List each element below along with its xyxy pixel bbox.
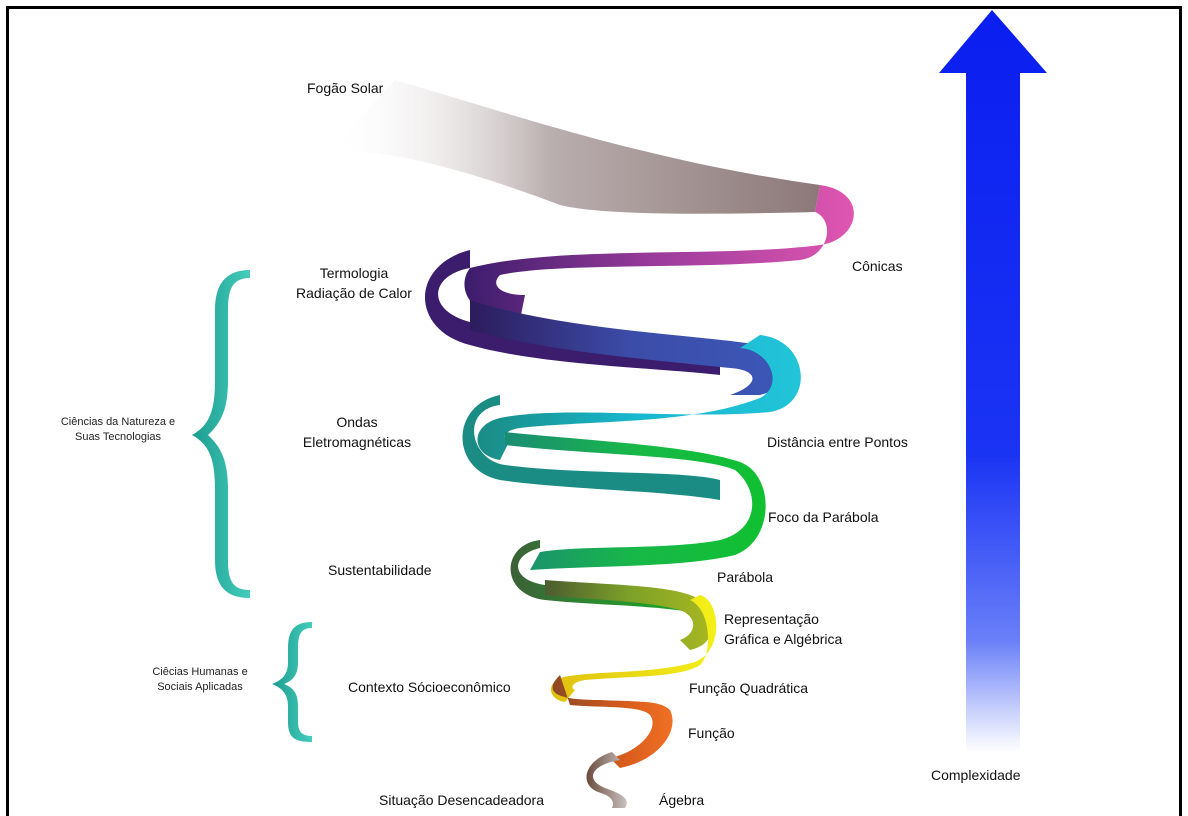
label-termologia: Termologia	[319, 265, 389, 281]
label-ondas: Ondas	[336, 414, 378, 430]
label-funcao-quadratica: Função Quadrática	[689, 680, 809, 696]
label-ciencias-humanas: Ciêcias Humanas e	[152, 666, 248, 678]
spiral-coil-bottom	[586, 752, 627, 808]
label-distancia-pontos: Distância entre Pontos	[767, 434, 908, 450]
spiral-coil-yellow	[550, 595, 717, 702]
label-representacao: Representação	[724, 611, 819, 627]
label-radiacao-calor: Radiação de Calor	[296, 285, 412, 301]
spiral-coil-blue	[470, 300, 790, 395]
spiral-coil-purple	[464, 185, 854, 320]
spiral-coil-green	[505, 432, 766, 570]
spiral-tail	[330, 80, 820, 214]
brace-natureza	[192, 270, 250, 598]
label-grafica-algebrica: Gráfica e Algébrica	[724, 631, 843, 647]
label-sociais-aplicadas: Sociais Aplicadas	[157, 681, 243, 693]
spiral-coil-orange	[552, 675, 673, 768]
spiral-coil-olive	[545, 580, 713, 650]
label-situacao-desencadeadora: Situação Desencadeadora	[379, 792, 545, 808]
label-eletromagneticas: Eletromagnéticas	[302, 434, 412, 450]
brace-humanas	[272, 622, 312, 742]
label-fogao-solar: Fogão Solar	[307, 80, 384, 96]
label-algebra: Ágebra	[659, 792, 705, 808]
label-conicas: Cônicas	[852, 258, 903, 274]
label-suas-tecnologias: Suas Tecnologias	[74, 431, 162, 443]
label-contexto-socioeconomico: Contexto Sócioeconômico	[348, 679, 511, 695]
complexity-arrow	[939, 10, 1047, 752]
label-foco-parabola: Foco da Parábola	[768, 509, 879, 525]
spiral-coil-cyan	[477, 335, 801, 460]
label-sustentabilidade: Sustentabilidade	[328, 562, 432, 578]
label-ciencias-natureza: Ciências da Natureza e	[60, 416, 176, 428]
spiral-coil-teal	[462, 395, 720, 500]
label-funcao: Função	[688, 725, 735, 741]
spiral-coil-upper-back	[425, 250, 720, 375]
label-parabola: Parábola	[717, 569, 774, 585]
label-complexidade: Complexidade	[931, 767, 1021, 783]
